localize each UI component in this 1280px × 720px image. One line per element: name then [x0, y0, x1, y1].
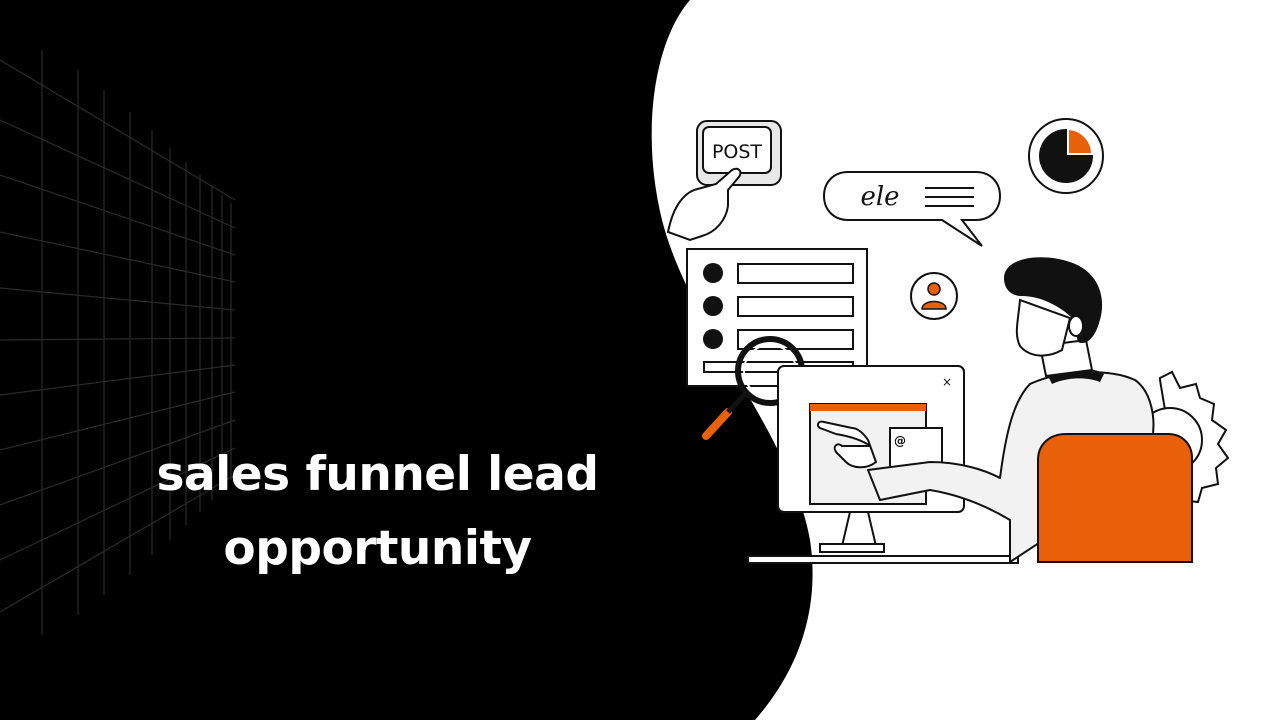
- form-list-card: [686, 248, 868, 387]
- chat-bubble: ele: [822, 171, 1002, 247]
- perspective-grid: [0, 50, 236, 635]
- headline-line-2: opportunity: [223, 521, 532, 576]
- pie-chart-icon: [1028, 118, 1104, 194]
- illustration-person-at-computer: POST ele: [666, 118, 1230, 564]
- post-button-label: POST: [712, 141, 762, 163]
- chat-bubble-text: ele: [860, 182, 899, 212]
- black-curved-panel: [0, 0, 813, 720]
- post-button: POST: [696, 120, 782, 186]
- office-chair: [1037, 433, 1193, 563]
- headline-line-1: sales funnel lead: [156, 447, 599, 502]
- pointing-hand-icon: [666, 167, 742, 242]
- close-icon: ×: [942, 375, 952, 389]
- email-card-symbol: @: [894, 434, 906, 448]
- desk-surface: [747, 555, 1019, 564]
- slide-headline: sales funnel lead opportunity: [110, 438, 645, 586]
- user-avatar-icon: [910, 272, 958, 320]
